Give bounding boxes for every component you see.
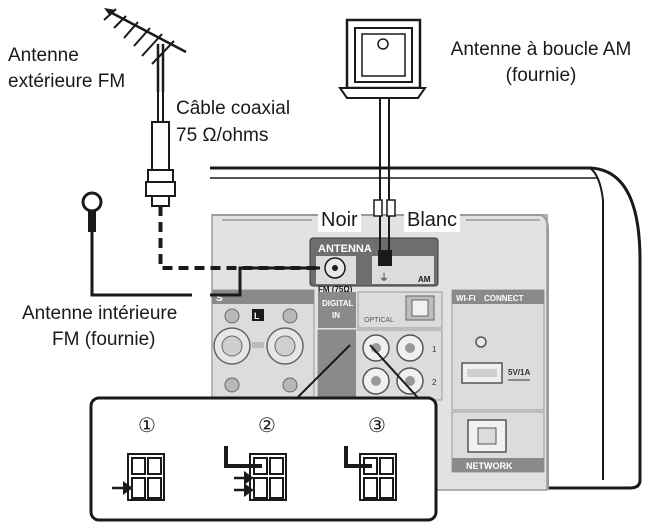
am-loop-antenna [338, 18, 427, 266]
speaker-terminals: S L [211, 289, 315, 401]
fm-outdoor-antenna [103, 8, 187, 122]
blanc-label: Blanc [404, 208, 461, 232]
noir-label: Noir [318, 208, 361, 232]
step-2-terminal [224, 446, 287, 501]
am-loop-label-line1: Antenne à boucle AM [450, 39, 632, 60]
coax-label-line1: Câble coaxial [176, 98, 291, 119]
coax-label-line2: 75 Ω/ohms [176, 125, 269, 146]
svg-text:CONNECT: CONNECT [484, 294, 524, 303]
fm-indoor-label-line2: FM (fournie) [52, 329, 156, 350]
am-port-label: AM [418, 275, 431, 284]
svg-text:NETWORK: NETWORK [466, 461, 513, 471]
fm-outdoor-label-line1: Antenne [8, 45, 79, 66]
fm-outdoor-label-line2: extérieure FM [8, 71, 126, 92]
svg-text:WI-FI: WI-FI [456, 294, 476, 303]
svg-text:2: 2 [432, 378, 437, 387]
network-section: WI-FI CONNECT 5V/1A NETWORK [451, 289, 545, 473]
step-1-terminal [112, 453, 165, 501]
svg-text:S: S [216, 293, 223, 304]
am-loop-label-line2: (fournie) [505, 65, 577, 86]
fm-indoor-label-line1: Antenne intérieure [22, 303, 178, 324]
fm-indoor-antenna [81, 191, 320, 297]
svg-text:DIGITAL: DIGITAL [322, 299, 354, 308]
antenna-title: ANTENNA [318, 243, 372, 255]
svg-text:5V/1A: 5V/1A [508, 368, 530, 377]
svg-text:1: 1 [432, 345, 437, 354]
fm-port-label: FM (75Ω) [318, 285, 353, 294]
step-3-terminal [344, 446, 397, 501]
step-1-number: ① [138, 415, 156, 437]
antenna-terminal-block: ANTENNA FM (75Ω) AM ⏚ [309, 237, 439, 294]
wifi-connect-button [475, 336, 487, 348]
analog-inputs: 1 2 [317, 329, 443, 401]
svg-text:IN: IN [332, 311, 340, 320]
step-2-number: ② [258, 415, 276, 437]
digital-optical-input: DIGITAL IN OPTICAL [318, 291, 443, 329]
svg-text:OPTICAL: OPTICAL [364, 317, 394, 324]
svg-text:⏚: ⏚ [379, 272, 389, 284]
step-3-number: ③ [368, 415, 386, 437]
svg-text:L: L [254, 311, 260, 321]
